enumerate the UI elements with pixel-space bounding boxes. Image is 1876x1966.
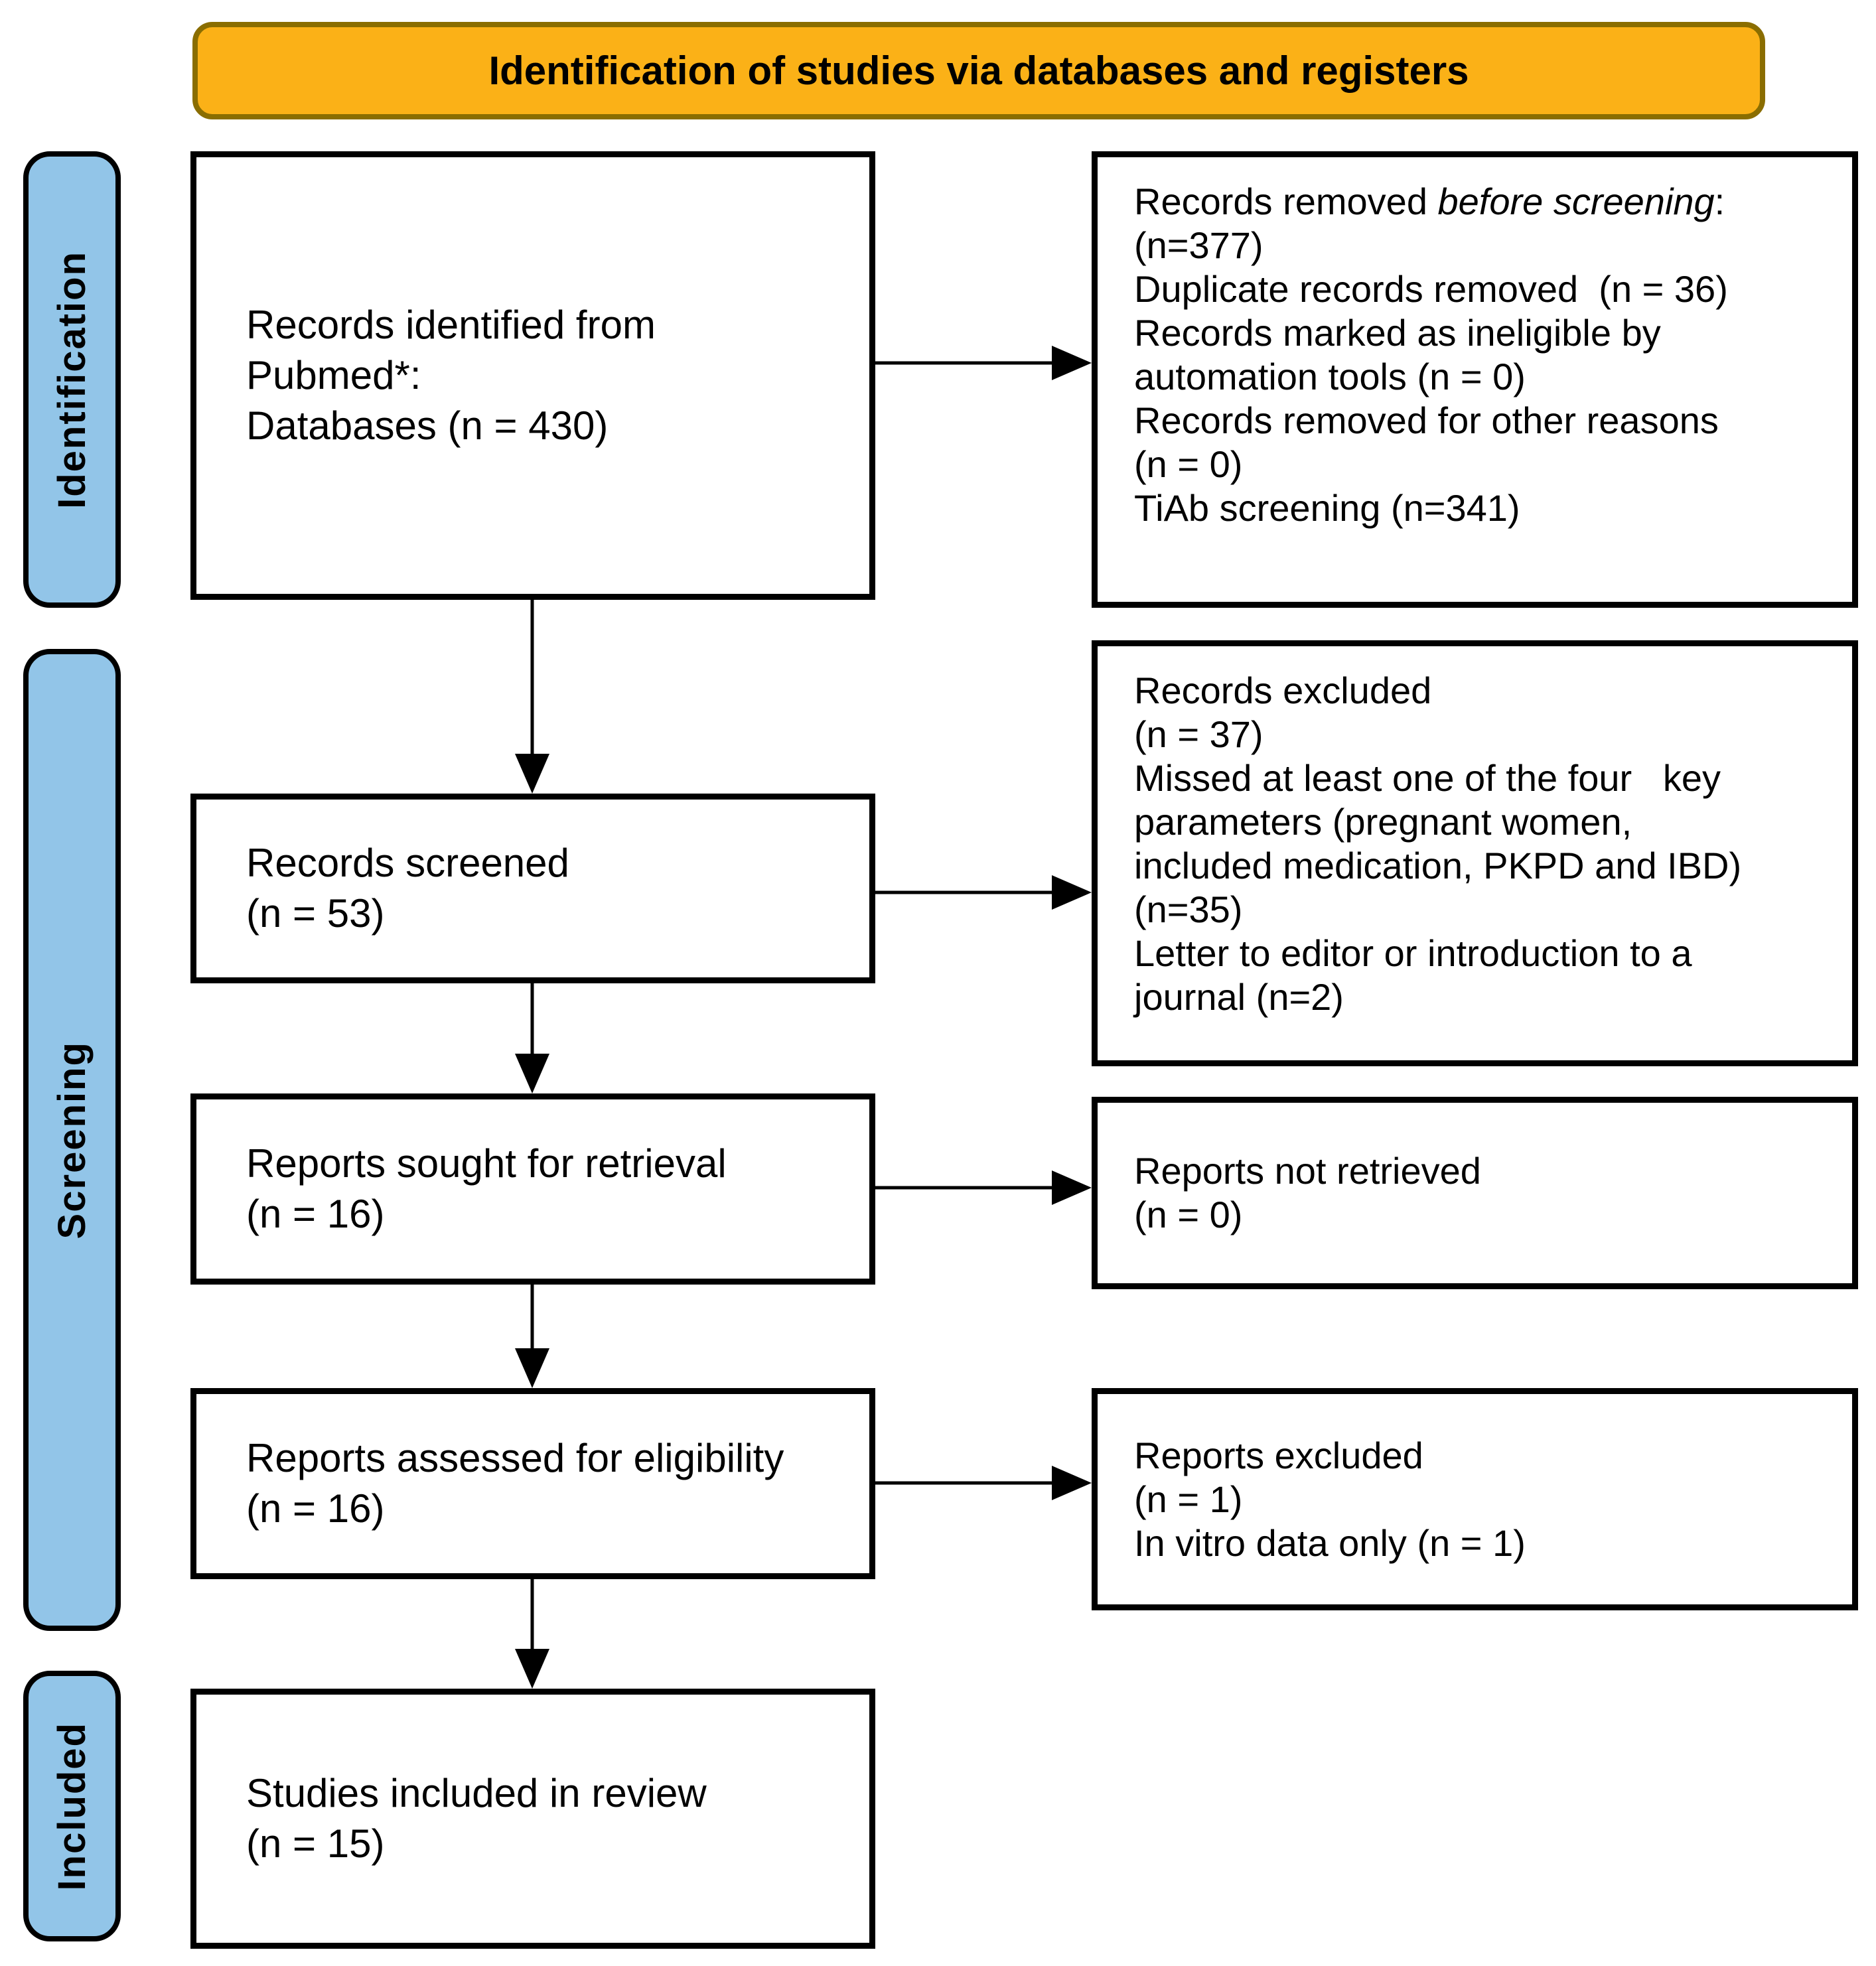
text-line: In vitro data only (n = 1): [1134, 1521, 1526, 1564]
box-reports-sought-text: Reports sought for retrieval (n = 16): [196, 1139, 747, 1239]
text-line: included medication, PKPD and IBD): [1134, 845, 1742, 886]
arrow-sought-to-not-retrieved: [875, 1170, 1092, 1205]
text-line: Reports assessed for eligibility: [246, 1436, 784, 1480]
text-line: TiAb screening (n=341): [1134, 487, 1520, 529]
box-reports-excluded-text: Reports excluded(n = 1)In vitro data onl…: [1098, 1434, 1546, 1565]
stage-label-screening: Screening: [50, 1040, 94, 1239]
box-studies-included-text: Studies included in review (n = 15): [196, 1768, 727, 1869]
text-line: (n = 16): [246, 1192, 385, 1236]
box-records-excluded-text: Records excluded(n = 37)Missed at least …: [1098, 646, 1761, 1019]
arrow-screened-to-sought: [515, 983, 549, 1093]
text-line: (n=377): [1134, 224, 1263, 266]
text-line: Records excluded: [1134, 669, 1432, 711]
banner: Identification of studies via databases …: [192, 22, 1765, 119]
arrow-screened-to-excluded: [875, 875, 1092, 910]
text-line: Records screened: [246, 841, 569, 885]
text-line: (n = 53): [246, 891, 385, 936]
stage-label-identification: Identification: [50, 250, 94, 509]
stage-bar-identification: Identification: [23, 151, 121, 608]
stage-label-included: Included: [50, 1721, 94, 1891]
text-line: automation tools (n = 0): [1134, 356, 1526, 397]
text-line: Records removed before screening:: [1134, 180, 1728, 224]
box-records-screened: Records screened (n = 53): [190, 794, 875, 983]
text-line: Reports sought for retrieval: [246, 1141, 727, 1186]
text-line: (n = 37): [1134, 713, 1263, 755]
text-line: journal (n=2): [1134, 976, 1344, 1018]
records-removed-italic: before screening: [1437, 180, 1715, 222]
records-removed-prefix: Records removed: [1134, 180, 1438, 222]
box-records-removed-text: Records removed before screening: (n=377…: [1098, 157, 1748, 530]
arrow-assessed-to-excluded: [875, 1466, 1092, 1500]
arrow-sought-to-assessed: [515, 1285, 549, 1388]
text-line: Studies included in review: [246, 1771, 707, 1815]
box-records-excluded: Records excluded(n = 37)Missed at least …: [1092, 640, 1858, 1066]
text-line: (n = 16): [246, 1486, 385, 1531]
arrow-identified-to-screened: [515, 600, 549, 794]
text-line: (n = 0): [1134, 443, 1243, 485]
box-reports-excluded: Reports excluded(n = 1)In vitro data onl…: [1092, 1388, 1858, 1610]
text-line: Databases (n = 430): [246, 403, 609, 448]
records-removed-suffix: :: [1714, 180, 1725, 222]
arrow-identified-to-removed: [875, 346, 1092, 380]
text-line: Reports excluded: [1134, 1434, 1423, 1476]
text-line: (n=35): [1134, 888, 1243, 930]
text-line: Letter to editor or introduction to a: [1134, 932, 1692, 974]
box-studies-included: Studies included in review (n = 15): [190, 1689, 875, 1949]
text-line: Pubmed*:: [246, 353, 421, 397]
box-reports-assessed-text: Reports assessed for eligibility (n = 16): [196, 1433, 804, 1534]
arrow-assessed-to-included: [515, 1579, 549, 1689]
text-line: Missed at least one of the four key: [1134, 757, 1721, 799]
box-reports-sought: Reports sought for retrieval (n = 16): [190, 1093, 875, 1285]
box-reports-assessed: Reports assessed for eligibility (n = 16): [190, 1388, 875, 1579]
text-line: (n = 1): [1134, 1478, 1243, 1520]
text-line: (n = 0): [1134, 1194, 1243, 1235]
box-records-screened-text: Records screened (n = 53): [196, 838, 589, 939]
box-reports-not-retrieved-text: Reports not retrieved(n = 0): [1098, 1149, 1501, 1237]
banner-title: Identification of studies via databases …: [488, 48, 1469, 93]
stage-bar-included: Included: [23, 1671, 121, 1941]
text-line: (n = 15): [246, 1821, 385, 1866]
text-line: parameters (pregnant women,: [1134, 801, 1632, 843]
box-reports-not-retrieved: Reports not retrieved(n = 0): [1092, 1097, 1858, 1289]
text-line: Records marked as ineligible by: [1134, 312, 1661, 354]
text-line: Reports not retrieved: [1134, 1150, 1481, 1192]
text-line: Records removed for other reasons: [1134, 399, 1719, 441]
text-line: Duplicate records removed (n = 36): [1134, 268, 1728, 310]
stage-bar-screening: Screening: [23, 649, 121, 1631]
records-removed-rest: (n=377)Duplicate records removed (n = 36…: [1134, 224, 1728, 530]
text-line: Records identified from: [246, 303, 656, 347]
box-records-removed: Records removed before screening: (n=377…: [1092, 151, 1858, 608]
